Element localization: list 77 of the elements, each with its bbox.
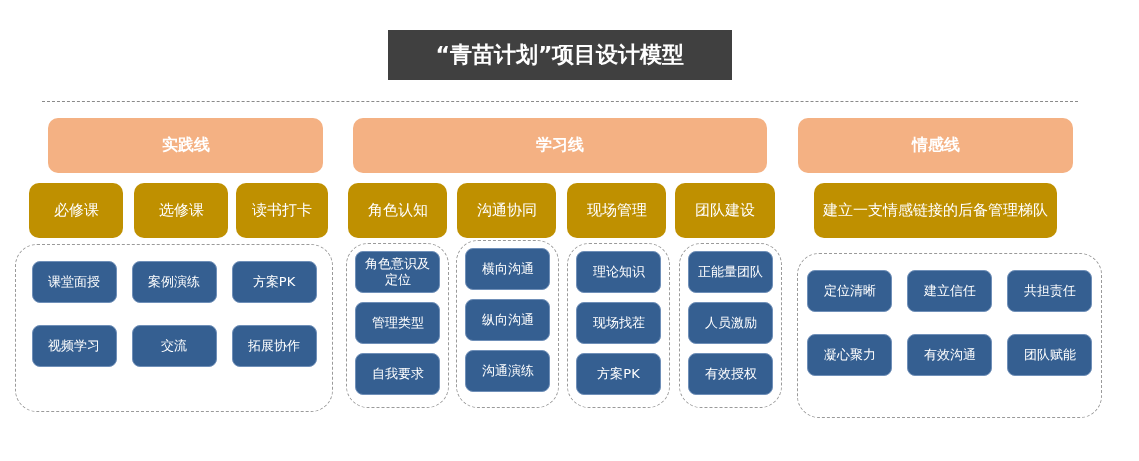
node-label: 管理类型: [371, 314, 424, 332]
item-box: [807, 334, 892, 376]
node-label: 共担责任: [1023, 282, 1076, 300]
title-banner: “青苗计划”项目设计模型: [388, 30, 732, 80]
item-box: [355, 251, 440, 293]
group-frame: [679, 243, 782, 408]
item-box: [31, 325, 117, 367]
category-box: [567, 183, 666, 238]
group-frame: [456, 240, 559, 408]
node-label: 沟通演练: [481, 362, 534, 380]
group-frame: [346, 243, 449, 408]
node-label: 团队赋能: [1023, 346, 1076, 364]
node-label: 必修课: [53, 201, 99, 220]
node-label: 定位清晰: [823, 282, 876, 300]
item-box: [1007, 270, 1092, 312]
node-label: 课堂面授: [48, 273, 100, 291]
item-box: [576, 353, 661, 395]
node-label: 交流: [161, 337, 187, 355]
node-label: 沟通协同: [476, 201, 537, 220]
header-bar: [798, 118, 1073, 173]
node-label: 自我要求: [371, 365, 424, 383]
item-box: [231, 325, 317, 367]
group-frame: [15, 244, 333, 412]
item-box: [231, 261, 317, 303]
category-box: [814, 183, 1057, 238]
node-label: 建立一支情感链接的后备管理梯队: [823, 201, 1048, 220]
node-label: 横向沟通: [481, 260, 534, 278]
item-box: [907, 270, 992, 312]
item-box: [688, 302, 773, 344]
node-label: 正能量团队: [698, 263, 763, 281]
node-label: 纵向沟通: [481, 311, 534, 329]
item-box: [465, 299, 550, 341]
category-box: [457, 183, 556, 238]
category-box: [236, 183, 328, 238]
node-label: 人员激励: [704, 314, 757, 332]
node-label: 有效授权: [704, 365, 757, 383]
header-bar: [353, 118, 767, 173]
item-box: [465, 248, 550, 290]
node-label: 方案PK: [597, 365, 640, 383]
node-label: 方案PK: [252, 273, 296, 291]
item-box: [576, 302, 661, 344]
item-box: [355, 302, 440, 344]
item-box: [131, 261, 217, 303]
node-label: 理论知识: [592, 263, 645, 281]
header-bar: [48, 118, 323, 173]
item-box: [688, 353, 773, 395]
item-box: [31, 261, 117, 303]
node-label: 视频学习: [48, 337, 100, 355]
node-label: 学习线: [536, 135, 584, 156]
item-box: [688, 251, 773, 293]
item-box: [807, 270, 892, 312]
item-box: [1007, 334, 1092, 376]
item-box: [576, 251, 661, 293]
category-box: [675, 183, 775, 238]
item-box: [907, 334, 992, 376]
node-label: 拓展协作: [248, 337, 300, 355]
node-label: 角色意识及定位: [364, 255, 431, 289]
node-label: 读书打卡: [252, 201, 312, 220]
node-label: 现场找茬: [592, 314, 645, 332]
category-box: [29, 183, 123, 238]
node-label: 凝心聚力: [823, 346, 876, 364]
group-frame: [797, 253, 1102, 418]
node-label: 建立信任: [923, 282, 976, 300]
node-label: 现场管理: [586, 201, 647, 220]
node-label: 角色认知: [367, 201, 428, 220]
node-label: 情感线: [911, 135, 960, 156]
node-label: 有效沟通: [923, 346, 976, 364]
category-box: [134, 183, 228, 238]
item-box: [465, 350, 550, 392]
node-label: 案例演练: [148, 273, 200, 291]
item-box: [131, 325, 217, 367]
node-label: 团队建设: [695, 201, 755, 220]
group-frame: [567, 243, 670, 408]
node-label: 选修课: [158, 201, 204, 220]
node-label: 实践线: [161, 135, 210, 156]
item-box: [355, 353, 440, 395]
category-box: [348, 183, 447, 238]
